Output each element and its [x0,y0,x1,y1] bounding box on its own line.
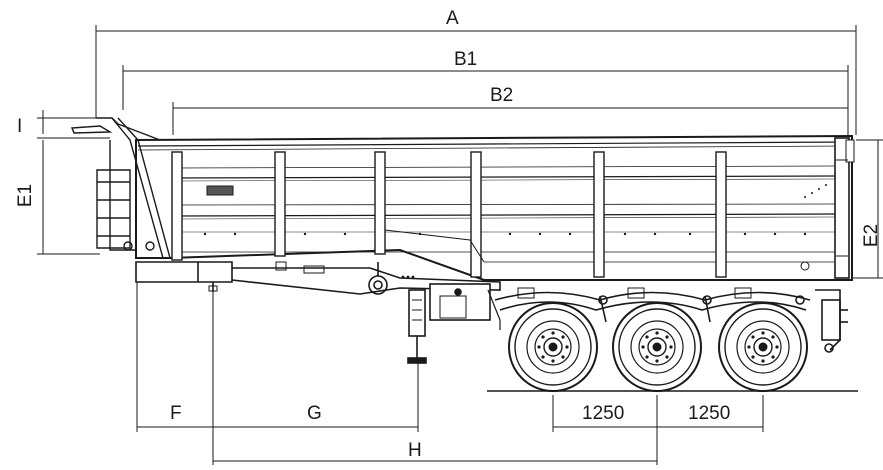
label-axle-spacing-2: 1250 [688,403,731,424]
tipper-body [135,134,855,281]
label-E1: E1 [15,183,37,208]
label-B1: B1 [454,49,478,70]
chassis [135,261,501,364]
wheel-3 [718,302,808,392]
label-G: G [307,403,322,424]
wheel-1 [508,302,598,392]
front-ladder [70,117,171,259]
label-A: A [446,8,459,29]
label-axle-spacing-1: 1250 [582,403,625,424]
label-I: I [17,116,23,137]
wheel-2 [612,302,702,392]
dimension-lines-top [37,25,883,279]
dimension-lines-bottom [136,282,764,465]
label-H: H [408,440,422,461]
label-F: F [170,403,182,424]
label-E2: E2 [861,223,883,248]
label-B2: B2 [490,85,514,106]
wheels [508,302,808,392]
